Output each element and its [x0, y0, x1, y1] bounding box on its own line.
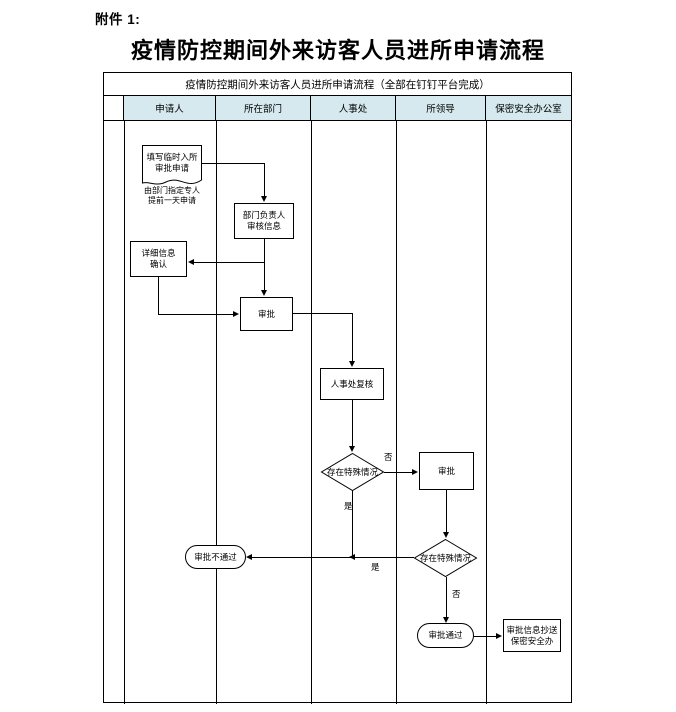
edge-label-decision1-yes: 是 — [344, 501, 353, 511]
edge-decision2-yes-arrow — [246, 553, 252, 560]
edge-passed-to-cc-h — [474, 636, 497, 637]
edge-decision1-no-arrow — [412, 468, 418, 475]
node-cc-security-line2: 保密安全办 — [510, 635, 554, 646]
lane-divider-4 — [396, 121, 397, 704]
edge-detail-to-approve-h — [158, 314, 234, 315]
node-approve-department[interactable]: 审批 — [240, 297, 293, 331]
decision-special-case-1-shape[interactable] — [320, 452, 385, 492]
node-passed[interactable]: 审批通过 — [417, 623, 474, 648]
node-detail-confirm-line1: 详细信息 — [141, 248, 176, 259]
edge-approve-to-hr-v — [352, 313, 353, 361]
column-header-leader: 所领导 — [396, 96, 486, 120]
apply-form-caption-line2: 提前一天申请 — [148, 196, 196, 206]
decision-special-case-2-label: 存在特殊情况 — [419, 553, 471, 563]
edge-detail-to-approve-arrow — [233, 310, 239, 317]
apply-form-caption-line1: 由部门指定专人 — [144, 186, 200, 195]
edge-decision1-yes-v — [352, 491, 353, 557]
edge-passed-to-cc-arrow — [496, 632, 502, 639]
node-cc-security-line1: 审批信息抄送 — [506, 624, 558, 635]
edge-dept-to-approve-arrow — [260, 290, 267, 296]
lane-divider-2 — [216, 121, 217, 704]
column-header-hr: 人事处 — [311, 96, 396, 120]
table-header-row: 申请人 所在部门 人事处 所领导 保密安全办公室 — [104, 96, 571, 121]
apply-form-label: 填写临时入所审批申请 — [142, 148, 202, 178]
node-dept-review-line2: 审核信息 — [246, 221, 281, 231]
apply-form-document-shape — [142, 145, 202, 185]
edge-hr-to-decision1-arrow — [348, 446, 355, 452]
edge-dept-to-detail-arrow — [188, 258, 194, 265]
edge-approve-to-hr-arrow — [348, 361, 355, 367]
edge-approve-to-hr-h — [293, 313, 352, 314]
edge-decision2-no-v — [446, 577, 447, 617]
node-dept-review-line1: 部门负责人 — [242, 210, 286, 221]
edge-dept-to-detail-h — [194, 262, 264, 263]
edge-decision1-no-h — [384, 472, 413, 473]
attachment-label: 附件 1: — [95, 12, 141, 27]
edge-hr-to-decision1-v — [352, 400, 353, 446]
decision-special-case-2-shape[interactable] — [413, 538, 478, 578]
node-detail-confirm-line2: 确认 — [149, 259, 167, 269]
node-approve-leader[interactable]: 审批 — [419, 452, 474, 490]
flowchart-table: 疫情防控期间外来访客人员进所申请流程（全部在钉钉平台完成） 申请人 所在部门 人… — [103, 72, 572, 704]
edge-apply-to-dept-h — [201, 163, 264, 164]
decision-special-case-1-label: 存在特殊情况 — [326, 467, 378, 477]
edge-approve-leader-to-decision2-arrow — [442, 532, 449, 538]
node-cc-security-office[interactable]: 审批信息抄送 保密安全办 — [503, 619, 561, 652]
edge-decision2-yes-h — [252, 557, 414, 558]
edge-apply-to-dept-v — [264, 163, 265, 197]
column-header-spacer — [104, 96, 124, 120]
edge-label-decision1-no: 否 — [384, 452, 393, 462]
lane-divider-1 — [124, 121, 125, 704]
lane-divider-5 — [486, 121, 487, 704]
lane-divider-3 — [311, 121, 312, 704]
column-header-security-office: 保密安全办公室 — [486, 96, 571, 120]
apply-form-caption: 由部门指定专人 提前一天申请 — [127, 186, 217, 207]
edge-merge-arrow-at-lane — [349, 553, 355, 560]
column-header-department: 所在部门 — [216, 96, 311, 120]
node-dept-review[interactable]: 部门负责人 审核信息 — [234, 203, 294, 239]
apply-form-text: 填写临时入所审批申请 — [146, 152, 198, 173]
node-detail-confirm[interactable]: 详细信息 确认 — [130, 241, 187, 277]
node-rejected[interactable]: 审批不通过 — [185, 545, 246, 569]
edge-decision2-no-arrow — [442, 617, 449, 623]
table-banner: 疫情防控期间外来访客人员进所申请流程（全部在钉钉平台完成） — [104, 73, 571, 96]
edge-detail-to-approve-v — [158, 277, 159, 314]
edge-label-decision2-yes: 是 — [371, 562, 380, 572]
edge-apply-to-dept-arrow — [260, 196, 267, 202]
node-hr-recheck[interactable]: 人事处复核 — [320, 368, 384, 400]
edge-label-decision2-no: 否 — [452, 589, 461, 599]
edge-dept-to-approve-v — [264, 239, 265, 290]
column-header-applicant: 申请人 — [124, 96, 216, 120]
edge-approve-leader-to-decision2-v — [446, 490, 447, 532]
page-title: 疫情防控期间外来访客人员进所申请流程 — [130, 38, 545, 63]
